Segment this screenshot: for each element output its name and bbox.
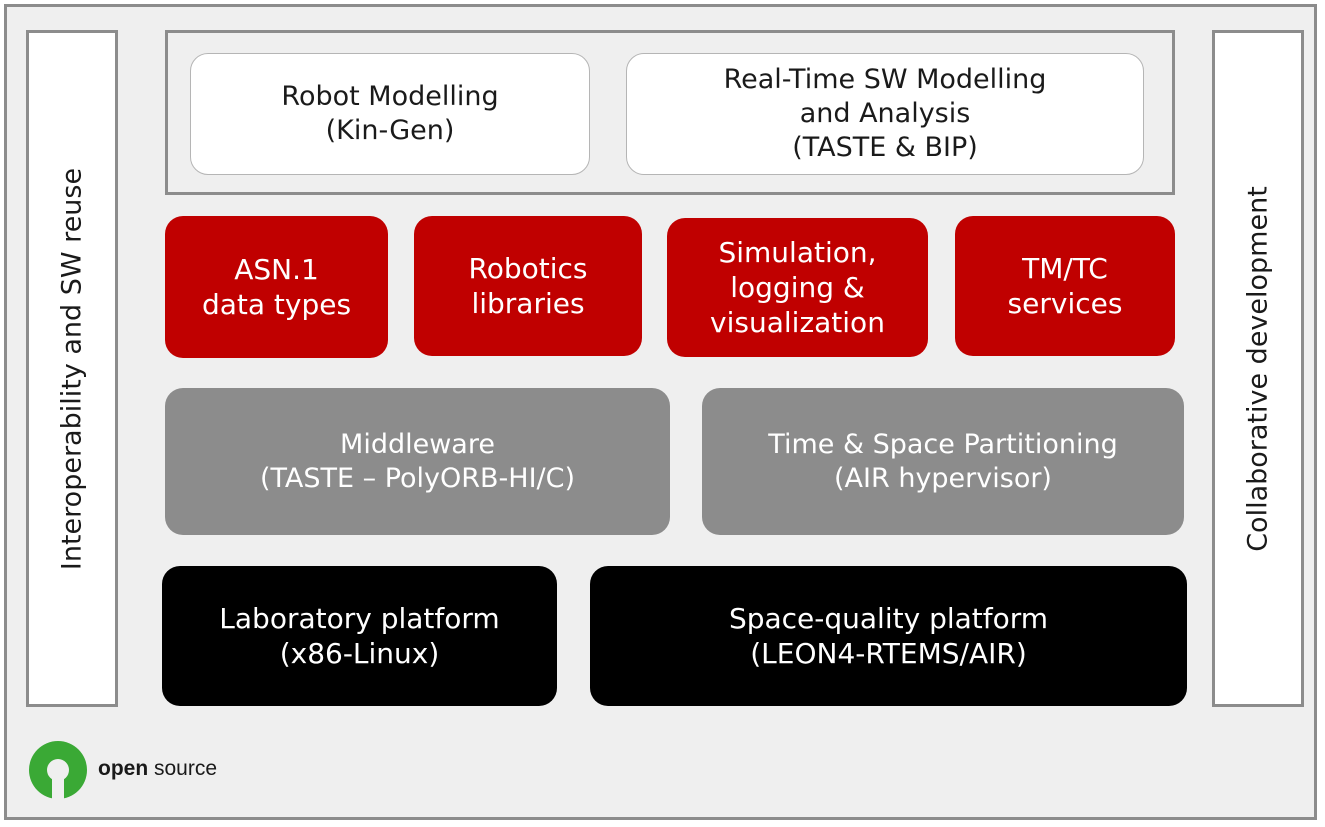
asn1-box: ASN.1 data types	[165, 216, 388, 358]
box-line: Time & Space Partitioning	[768, 428, 1118, 460]
robot-modelling-box: Robot Modelling (Kin-Gen)	[190, 53, 590, 175]
box-line: and Analysis	[799, 98, 971, 130]
laboratory-platform-box: Laboratory platform (x86-Linux)	[162, 566, 557, 706]
box-line: (LEON4-RTEMS/AIR)	[750, 637, 1027, 670]
box-line: data types	[201, 288, 352, 321]
box-line: libraries	[471, 287, 585, 320]
box-line: Simulation,	[718, 236, 877, 269]
robotics-libraries-box: Robotics libraries	[414, 216, 642, 356]
box-line: (x86-Linux)	[279, 637, 440, 670]
box-line: Real-Time SW Modelling	[723, 64, 1047, 96]
open-source-wordmark: open source	[98, 757, 218, 780]
box-line: Robot Modelling	[281, 81, 499, 113]
middleware-box: Middleware (TASTE – PolyORB-HI/C)	[165, 388, 670, 535]
left-side-label: Interoperability and SW reuse	[56, 167, 88, 570]
box-line: logging &	[730, 271, 865, 304]
open-source-icon	[29, 741, 87, 804]
right-side-panel: Collaborative development	[1212, 30, 1304, 707]
box-line: (AIR hypervisor)	[834, 462, 1052, 494]
box-line: TM/TC	[1022, 252, 1108, 285]
box-line: Laboratory platform	[219, 602, 500, 635]
box-line: Space-quality platform	[728, 602, 1049, 635]
right-side-label: Collaborative development	[1242, 185, 1274, 552]
box-line: (TASTE & BIP)	[792, 131, 978, 163]
open-source-logo: open source	[26, 738, 306, 804]
box-line: Middleware	[340, 428, 495, 460]
box-line: visualization	[710, 306, 885, 339]
box-line: ASN.1	[234, 253, 319, 286]
partitioning-box: Time & Space Partitioning (AIR hyperviso…	[702, 388, 1184, 535]
space-platform-box: Space-quality platform (LEON4-RTEMS/AIR)	[590, 566, 1187, 706]
left-side-panel: Interoperability and SW reuse	[26, 30, 118, 707]
box-line: (Kin-Gen)	[325, 115, 455, 146]
box-line: services	[1007, 287, 1123, 320]
simulation-box: Simulation, logging & visualization	[667, 218, 928, 357]
realtime-modelling-box: Real-Time SW Modelling and Analysis (TAS…	[626, 53, 1144, 175]
box-line: Robotics	[468, 252, 588, 285]
tmtc-box: TM/TC services	[955, 216, 1175, 356]
box-line: (TASTE – PolyORB-HI/C)	[259, 462, 576, 494]
